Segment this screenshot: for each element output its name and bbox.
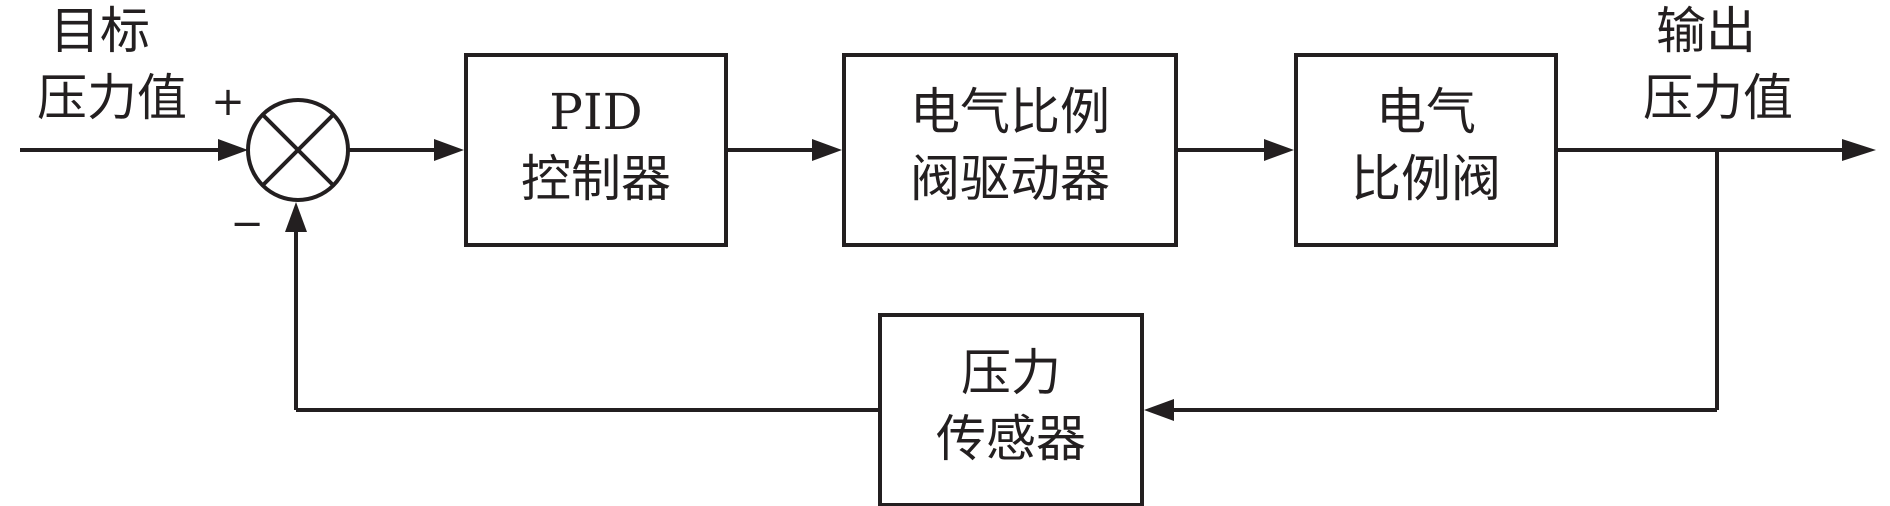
summing-junction-cross-b — [261, 113, 335, 187]
pid-to-driver-arrow — [812, 139, 842, 161]
valve-driver-label-line2: 阀驱动器 — [910, 150, 1110, 208]
pid-controller-box — [464, 53, 728, 247]
output-label-line1: 输出 — [1656, 2, 1756, 60]
output-arrow — [1842, 139, 1876, 161]
summing-junction — [246, 98, 350, 202]
proportional-valve-box — [1294, 53, 1558, 247]
pressure-sensor-label-line1: 压力 — [961, 344, 1061, 402]
valve-driver-block: 电气比例 阀驱动器 — [842, 53, 1178, 247]
proportional-valve-label-line1: 电气 — [1376, 83, 1476, 141]
junction-to-pid-arrow — [434, 139, 464, 161]
valve-driver-box — [842, 53, 1178, 247]
input-arrow — [218, 139, 248, 161]
input-label-line2: 压力值 — [37, 69, 187, 127]
driver-to-valve-arrow — [1264, 139, 1294, 161]
sensor-to-junction-arrow — [285, 202, 307, 232]
input-label-line1: 目标 — [50, 2, 150, 60]
proportional-valve-label-line2: 比例阀 — [1351, 150, 1501, 208]
proportional-valve-block: 电气 比例阀 — [1294, 53, 1558, 247]
pressure-sensor-block: 压力 传感器 — [878, 313, 1144, 506]
pid-controller-block: PID 控制器 — [464, 53, 728, 247]
feedback-to-sensor-arrow — [1144, 399, 1174, 421]
pressure-sensor-box — [878, 313, 1144, 506]
pid-controller-label-line2: 控制器 — [521, 150, 671, 208]
pressure-sensor-label-line2: 传感器 — [936, 410, 1086, 468]
pid-controller-label-line1: PID — [549, 83, 642, 141]
output-label-line2: 压力值 — [1643, 69, 1793, 127]
plus-sign: + — [211, 79, 245, 125]
valve-driver-label-line1: 电气比例 — [910, 83, 1110, 141]
minus-sign: − — [230, 201, 264, 247]
